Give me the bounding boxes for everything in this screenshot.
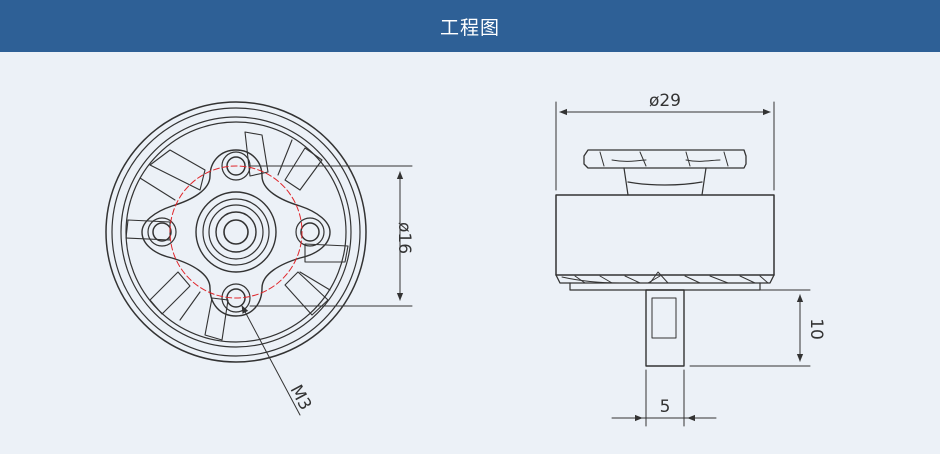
shaft-flat: [651, 297, 677, 339]
outer-ring: [105, 101, 367, 363]
label-shaft-width: 5: [660, 397, 671, 417]
label-outer-diameter: ø29: [649, 91, 681, 111]
hub-ring-1: [195, 191, 277, 273]
spokes: [125, 131, 349, 341]
bell-rim-inner: [125, 121, 347, 343]
dim-shaft-length: [689, 289, 811, 367]
bolt-circle: [169, 165, 303, 299]
outer-ring-inner: [111, 107, 361, 357]
mount-holes: [147, 151, 325, 313]
motor-body: [555, 194, 775, 276]
hub-ring-4: [215, 211, 257, 253]
side-view: ø29 10 5: [555, 91, 826, 427]
hub-ring-2: [202, 198, 270, 266]
prop-neck: [623, 167, 707, 196]
header-bar: 工程图: [0, 0, 940, 52]
shaft: [645, 289, 685, 367]
prop-mount: [583, 149, 747, 169]
hub-ring-3: [208, 204, 264, 260]
front-view: ø16 M3: [105, 101, 414, 416]
mount-plate: [141, 149, 331, 317]
engineering-drawing: ø16 M3: [0, 52, 940, 450]
label-shaft-length: 10: [806, 318, 826, 340]
bottom-vents: [555, 274, 775, 284]
bell-rim: [120, 116, 352, 348]
dim-bolt-circle: [249, 165, 413, 307]
shaft-hole: [223, 219, 249, 245]
drawing-canvas: ø16 M3: [105, 91, 826, 427]
dim-thread: [241, 305, 301, 416]
dim-outer-diameter: [555, 101, 775, 191]
page-title: 工程图: [439, 16, 500, 39]
label-thread: M3: [286, 382, 316, 414]
dim-shaft-width: [611, 369, 717, 427]
label-bolt-circle: ø16: [394, 222, 414, 254]
